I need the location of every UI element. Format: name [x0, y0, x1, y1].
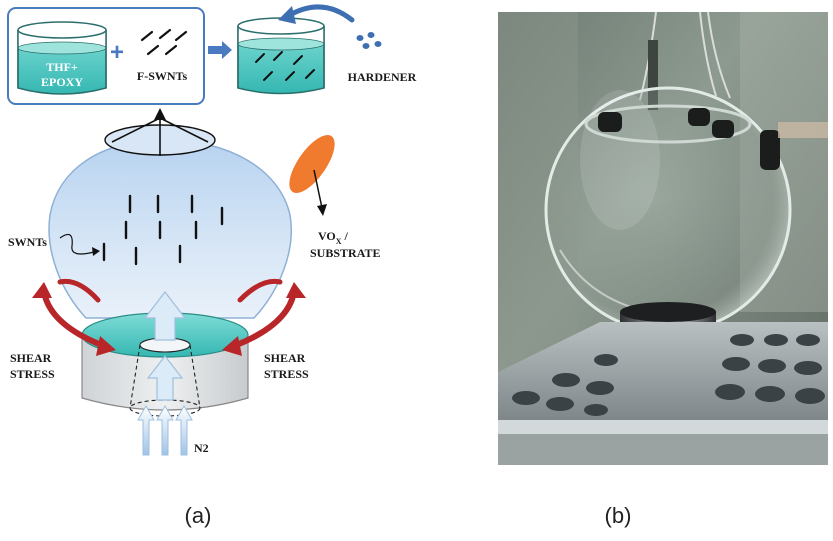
beaker-mixture: [237, 17, 325, 95]
n2-label: N2: [194, 441, 209, 455]
swnts-pointer: [59, 233, 95, 255]
vox-substrate: [289, 135, 335, 193]
photo-glass-globe: [544, 86, 792, 334]
flow-arrow-upper: [143, 291, 187, 341]
panel-b: (b): [498, 11, 828, 528]
vox-sub: X: [336, 237, 342, 246]
swnts-label: SWNTs: [8, 235, 47, 249]
caption-b: (b): [605, 503, 632, 528]
caption-a: (a): [185, 503, 212, 528]
hardener-label: HARDENER: [348, 70, 417, 84]
vox-label: VOX /: [318, 229, 349, 246]
process-arrow: [208, 41, 232, 59]
shear-right-line1: SHEAR: [264, 351, 306, 365]
fswnts-label: F-SWNTs: [137, 69, 188, 83]
shear-left-line2: STRESS: [10, 367, 55, 381]
vox-pointer: [313, 169, 323, 209]
photo-globe-collar: [584, 104, 828, 170]
shear-arrow-right: [222, 278, 306, 356]
swnts-dashes: [102, 194, 224, 266]
hardener-curve-arrow: [285, 4, 355, 23]
vox-base: VO: [318, 229, 336, 243]
vox-slash: /: [342, 229, 349, 243]
shear-arrow-left: [32, 278, 116, 356]
n2-inlet-arrows: [137, 404, 193, 456]
panel-a: THF+ EPOXY + F-SWNTs: [7, 4, 417, 528]
shear-left-line1: SHEAR: [10, 351, 52, 365]
flow-arrow-lower: [146, 355, 184, 401]
beaker1-label-line1: THF+: [46, 60, 78, 74]
photo-clamp-rod: [648, 40, 658, 110]
tripod: [111, 117, 209, 156]
photo-rack: [498, 322, 828, 465]
fswnts-dashes: [140, 28, 188, 56]
shear-right-line2: STRESS: [264, 367, 309, 381]
substrate-label: SUBSTRATE: [310, 246, 380, 260]
beaker1-label-line2: EPOXY: [41, 75, 83, 89]
beaker-thf-epoxy: THF+ EPOXY: [17, 21, 107, 95]
plus-sign: +: [110, 39, 124, 66]
hardener-dots: [356, 32, 382, 49]
